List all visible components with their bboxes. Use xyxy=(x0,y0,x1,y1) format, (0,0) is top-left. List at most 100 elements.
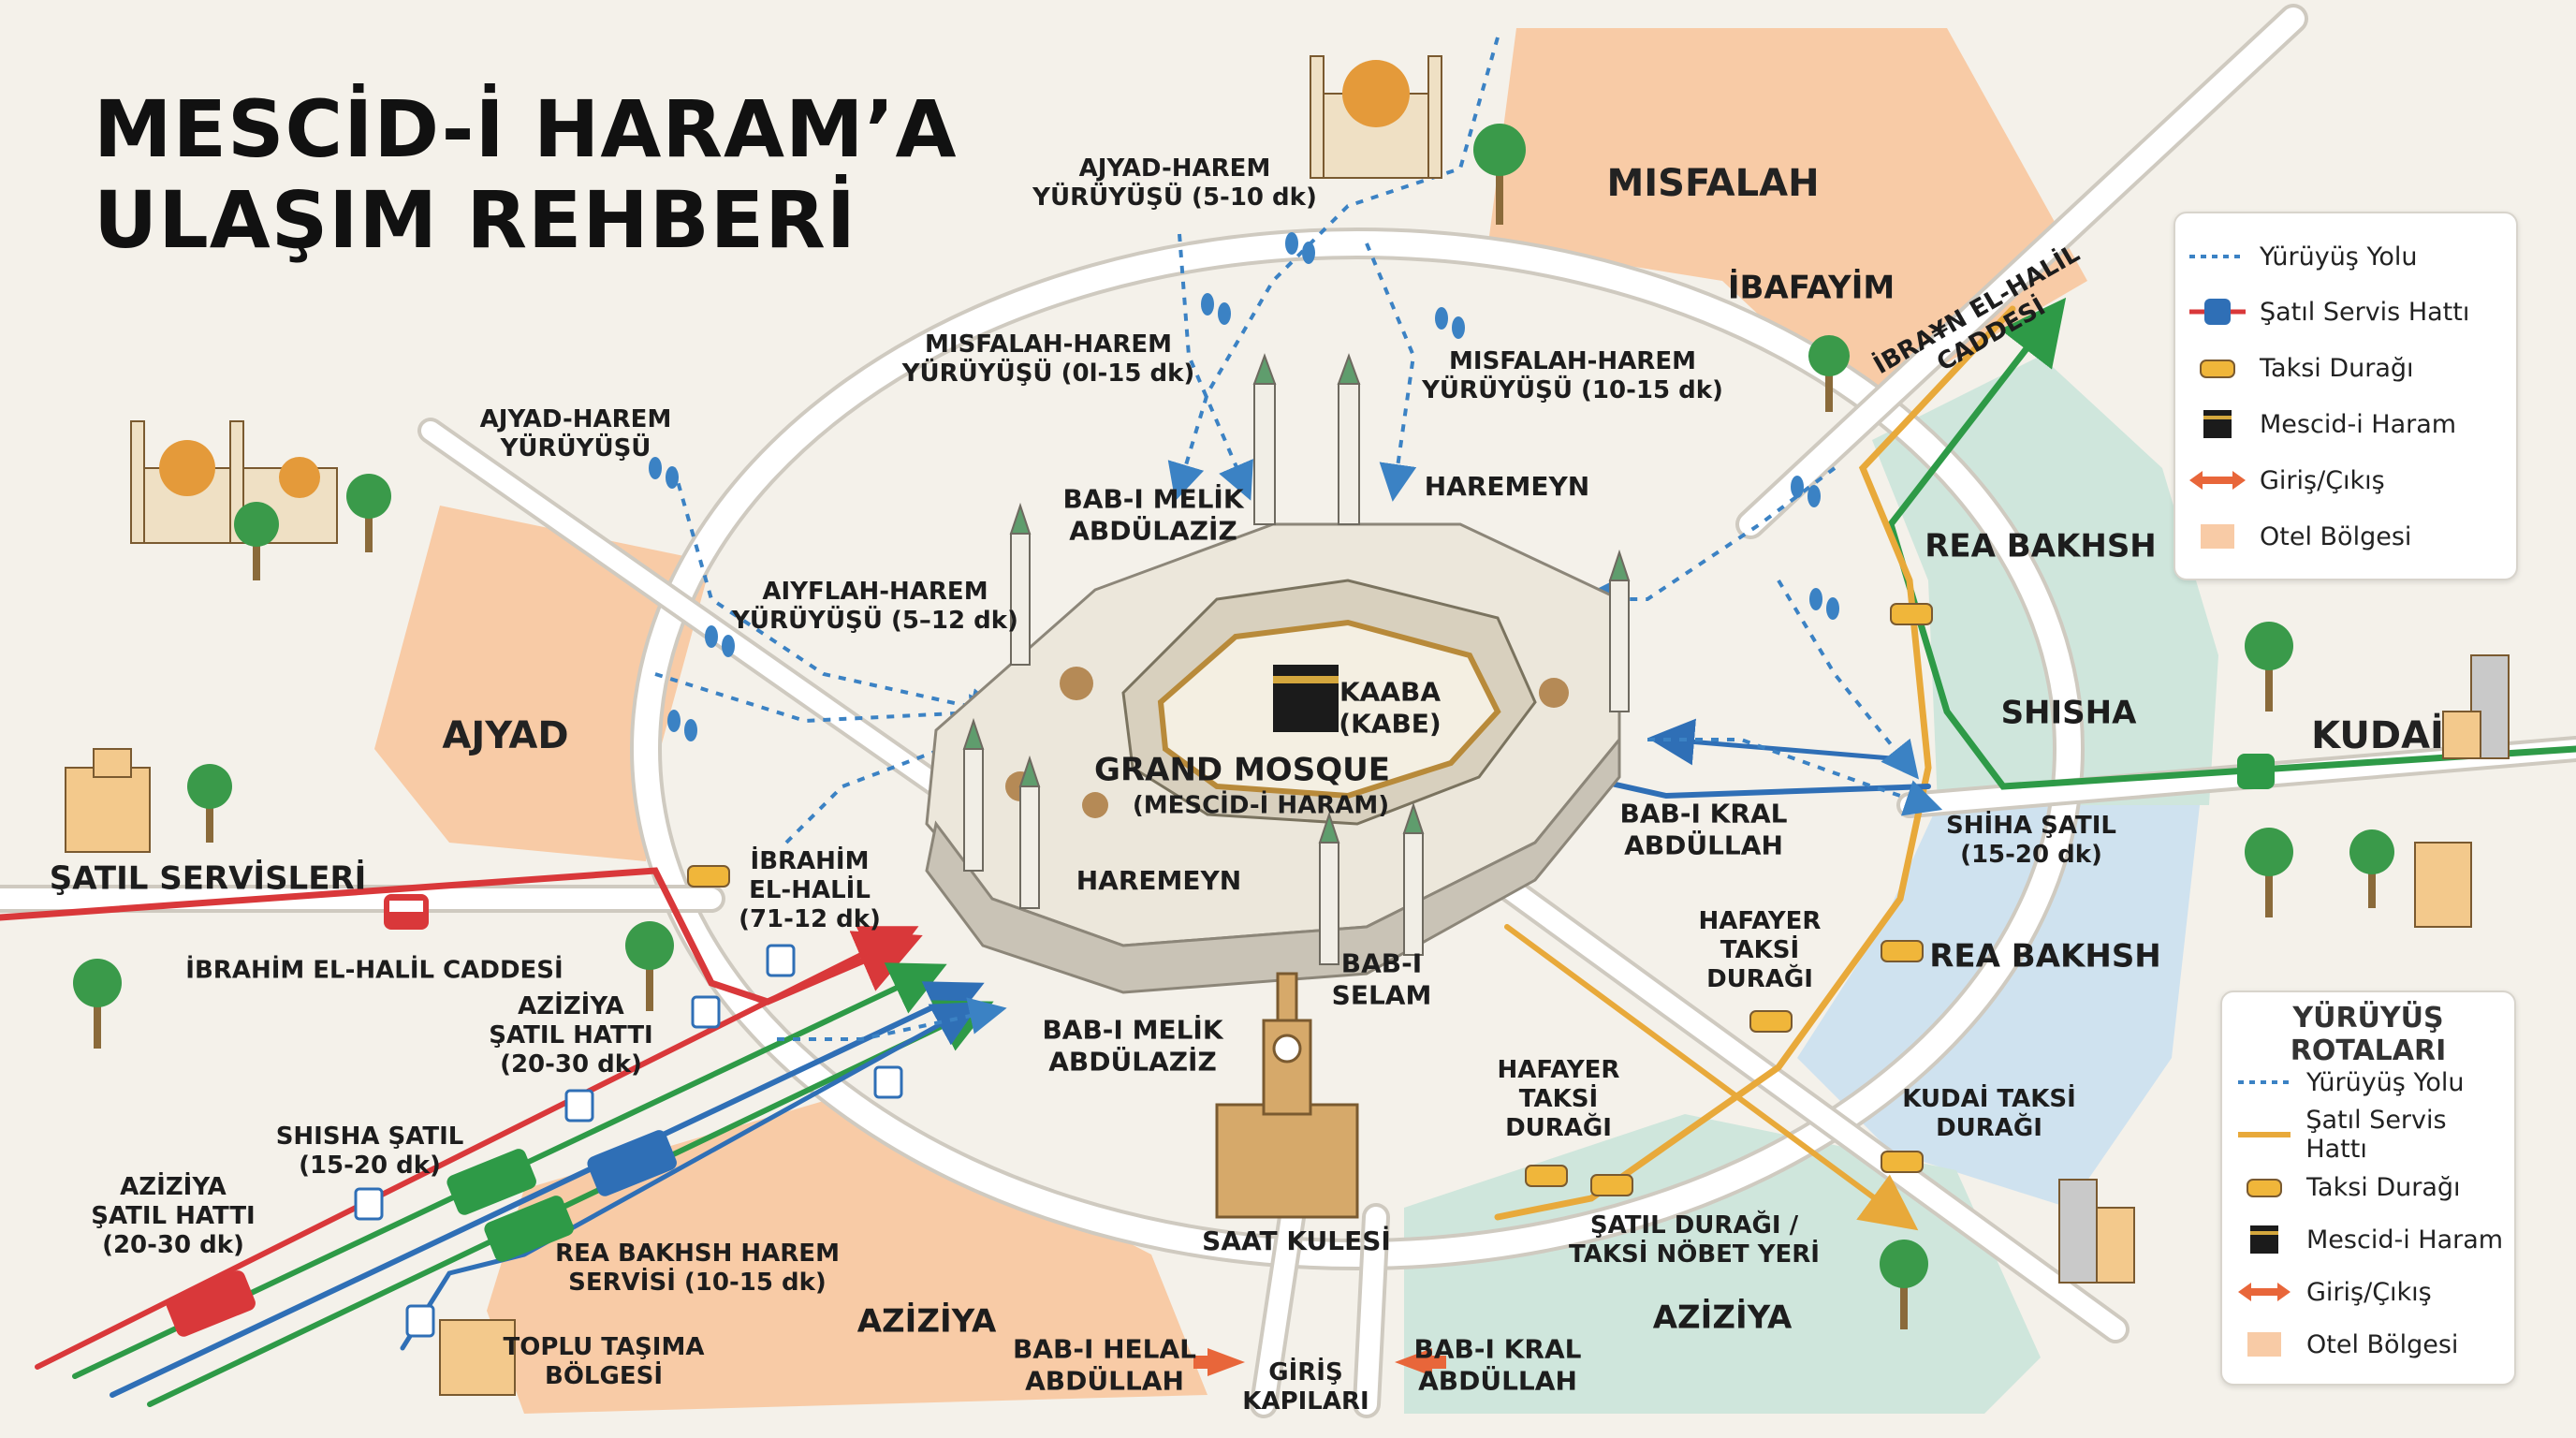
yellow-line-icon xyxy=(2237,1132,2291,1137)
district-rea-bakhsh-2: REA BAKHSH xyxy=(1929,937,2161,976)
palm-tree-icon xyxy=(73,959,122,1049)
title-line-2: ULAŞIM REHBERİ xyxy=(94,173,857,266)
footprint-icon xyxy=(1791,476,1821,507)
legend-item-walk: Yürüyüş Yolu xyxy=(2175,238,2418,275)
legend-item-kaaba: Mescid-i Haram xyxy=(2175,405,2456,443)
mosque-icon-top xyxy=(1310,55,1442,179)
label-satil-servisleri: ŞATIL SERVİSLERİ xyxy=(49,859,367,898)
shuttle-yellow-diagonal xyxy=(1504,924,1919,1231)
palm-tree-icon xyxy=(1473,124,1526,225)
label-saat-kulesi: SAAT KULESİ xyxy=(1202,1225,1391,1257)
bus-stop-icon xyxy=(564,1089,594,1123)
shuttle-line-green-east xyxy=(1887,297,2576,790)
label-grand-mosque: GRAND MOSQUE xyxy=(1094,751,1390,789)
label-misfalah-harem-0-15: MISFALAH-HAREM YÜRÜYÜŞÜ (0l-15 dk) xyxy=(901,330,1195,388)
kaaba-icon xyxy=(2203,410,2232,438)
clock-tower-icon xyxy=(1215,972,1359,1219)
footprint-icon xyxy=(1285,232,1315,264)
minaret-icon xyxy=(1018,755,1041,909)
label-bab-kral-bottom: BAB-I KRAL ABDÜLLAH xyxy=(1413,1333,1582,1396)
district-aziziya-1: AZİZİYA xyxy=(856,1302,997,1341)
minaret-icon xyxy=(1009,502,1032,666)
zone-misfalah xyxy=(1488,28,2087,412)
footprint-icon xyxy=(649,457,679,489)
taxi-icon xyxy=(1890,603,1933,625)
taxi-icons xyxy=(687,603,1933,1196)
taxi-icon xyxy=(1749,1010,1793,1033)
bus-icon-red xyxy=(384,894,429,930)
label-ibrahim-halil-walk: İBRAHİM EL-HALİL (71-12 dk) xyxy=(739,847,881,934)
label-satil-duragi: ŞATIL DURAĞI / TAKSİ NÖBET YERİ xyxy=(1569,1211,1820,1269)
footprint-icon xyxy=(1201,293,1231,325)
label-ibrahim-caddesi: İBRAHİM EL-HALİL CADDESİ xyxy=(185,956,564,985)
district-misfalah: MISFALAH xyxy=(1606,162,1820,205)
legend-item-shuttle: Şatıl Servis Hattı xyxy=(2175,293,2469,330)
legend-2-item-taxi: Taksi Durağı xyxy=(2222,1168,2461,1206)
label-ajyad-harem: AJYAD-HAREM YÜRÜYÜŞÜ xyxy=(479,404,672,462)
legend-item-entry: Giriş/Çıkış xyxy=(2175,462,2385,499)
kaaba-icon xyxy=(2250,1225,2278,1254)
taxi-icon xyxy=(1525,1165,1568,1187)
bus-icons xyxy=(166,754,2275,1337)
bus-icon-green xyxy=(2237,754,2275,789)
bus-stop-icons xyxy=(354,944,903,1338)
label-haremeyn-bottom: HAREMEYN xyxy=(1076,865,1242,897)
district-aziziya-2: AZİZİYA xyxy=(1652,1299,1793,1337)
walk-line-icon xyxy=(2189,255,2246,258)
label-ajyad-harem-5-10: AJYAD-HAREM YÜRÜYÜŞÜ (5-10 dk) xyxy=(1032,154,1317,212)
hotel-building-icon xyxy=(65,767,151,853)
label-hafayer-1: HAFAYER TAKSİ DURAĞI xyxy=(1698,907,1822,994)
bus-icon-green xyxy=(484,1196,574,1262)
footprint-icon xyxy=(1809,588,1839,620)
tower-building-icon xyxy=(2058,1179,2098,1284)
palm-tree-icon xyxy=(2349,829,2394,908)
bus-icon-red xyxy=(166,1270,256,1337)
label-shisha-satil: SHISHA ŞATIL (15-20 dk) xyxy=(275,1122,464,1180)
bus-stop-icon xyxy=(354,1187,384,1221)
taxi-icon xyxy=(2200,360,2235,378)
label-aziziya-hatti-1: AZİZİYA ŞATIL HATTI (20-30 dk) xyxy=(489,992,653,1079)
footprint-icons xyxy=(649,232,1839,741)
walk-line-icon xyxy=(2238,1080,2291,1084)
district-rea-bakhsh-1: REA BAKHSH xyxy=(1925,527,2157,565)
title-line-1: MESCİD-İ HARAM’A xyxy=(94,83,958,175)
hotel-building-icon xyxy=(93,748,132,778)
legend-2-item-kaaba: Mescid-i Haram xyxy=(2222,1221,2503,1258)
kaaba-icon xyxy=(1273,665,1339,732)
legend-2-item-shuttle: Şatıl Servis Hattı xyxy=(2222,1106,2514,1164)
label-hafayer-2: HAFAYER TAKSİ DURAĞI xyxy=(1497,1056,1620,1143)
label-giris-kapilari: GİRİŞ KAPILARI xyxy=(1242,1357,1369,1416)
label-shiha-satil: SHİHA ŞATIL (15-20 dk) xyxy=(1946,811,2116,869)
palm-tree-icon xyxy=(1808,335,1850,412)
palm-tree-icon xyxy=(234,502,279,580)
legend-main: Yürüyüş Yolu Şatıl Servis Hattı Taksi Du… xyxy=(2174,212,2518,580)
minaret-icon xyxy=(1337,353,1361,525)
bus-stop-icon xyxy=(766,944,796,977)
label-aziziya-hatti-2: AZİZİYA ŞATIL HATTI (20-30 dk) xyxy=(91,1173,256,1260)
minaret-icon xyxy=(1608,549,1631,712)
label-bab-melik-top: BAB-I MELİK ABDÜLAZİZ xyxy=(1062,483,1244,546)
bus-stop-icon xyxy=(873,1065,903,1099)
legend-walking-routes: YÜRÜYÜŞ ROTALARI Yürüyüş Yolu Şatıl Serv… xyxy=(2220,990,2516,1386)
label-kudai-taksi: KUDAİ TAKSİ DURAĞI xyxy=(1902,1084,2076,1142)
palm-tree-icon xyxy=(187,764,232,843)
hotel-swatch-icon xyxy=(2201,524,2234,549)
taxi-icon xyxy=(687,865,730,888)
building-icons xyxy=(65,654,2510,1396)
taxi-icon xyxy=(2247,1179,2282,1197)
minaret-icon xyxy=(1318,811,1340,965)
label-bab-helal: BAB-I HELAL ABDÜLLAH xyxy=(1012,1333,1197,1396)
legend-item-hotel: Otel Bölgesi xyxy=(2175,518,2411,555)
map-title: MESCİD-İ HARAM’A ULAŞIM REHBERİ xyxy=(94,84,958,265)
label-kaaba: KAABA (KABE) xyxy=(1339,676,1442,739)
footprint-icon xyxy=(1435,307,1465,339)
minaret-icons xyxy=(962,353,1631,965)
palm-tree-icon xyxy=(2245,622,2293,712)
mosque-icon-left xyxy=(130,420,338,544)
district-kudai: KUDAİ xyxy=(2311,714,2444,757)
shuttle-blue-diagonal xyxy=(110,981,985,1398)
label-toplu-tasima: TOPLU TAŞIMA BÖLGESİ xyxy=(503,1332,705,1390)
label-mescid-haram: (MESCİD-İ HARAM) xyxy=(1132,791,1390,820)
bus-red-line-icon xyxy=(2189,299,2246,325)
